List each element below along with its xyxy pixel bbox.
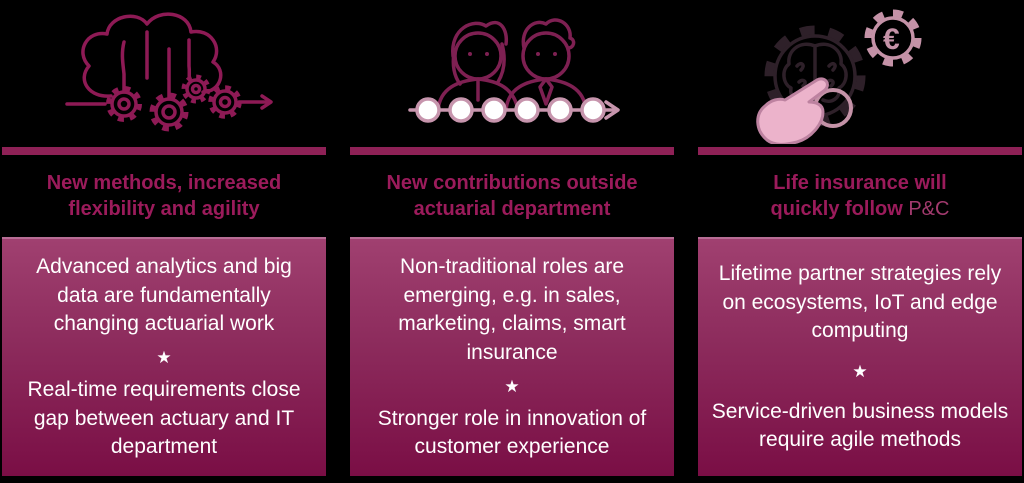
gear-brain-hand-svg: € bbox=[756, 9, 922, 144]
divider-bar bbox=[2, 147, 326, 155]
gear-icon bbox=[181, 74, 211, 103]
euro-symbol: € bbox=[883, 23, 900, 56]
heading-line: Life insurance will bbox=[773, 172, 947, 194]
column-new-contributions: New contributions outside actuarial depa… bbox=[350, 0, 674, 476]
gear-icon bbox=[106, 85, 142, 122]
content-box: Lifetime partner strategies rely on ecos… bbox=[698, 237, 1022, 476]
heading-line: quickly follow P&C bbox=[770, 198, 950, 220]
point-text: Real-time requirements close gap between… bbox=[27, 378, 301, 459]
column-new-methods: New methods, increased flexibility and a… bbox=[2, 0, 326, 476]
heading-line: New contributions outside bbox=[386, 172, 638, 194]
point-text: Advanced analytics and big data are fund… bbox=[36, 255, 292, 336]
content-box: Non-traditional roles are emerging, e.g.… bbox=[350, 237, 674, 476]
brain-cloud-gears-svg bbox=[65, 11, 273, 131]
process-arrow-icon bbox=[408, 96, 620, 123]
heading-line: flexibility and agility bbox=[68, 198, 260, 220]
woman-icon bbox=[436, 20, 520, 112]
column-heading: New contributions outside actuarial depa… bbox=[350, 155, 674, 237]
point-text: Non-traditional roles are emerging, e.g.… bbox=[398, 255, 626, 364]
point-text: Stronger role in innovation of customer … bbox=[377, 406, 647, 459]
column-life-insurance: € Life insurance will quickly follow P&C… bbox=[698, 0, 1022, 476]
man-icon bbox=[504, 17, 588, 112]
brain-cloud-gears-icon bbox=[2, 0, 326, 147]
star-separator: ★ bbox=[852, 362, 868, 382]
pointing-hand-icon bbox=[756, 77, 853, 144]
content-box: Advanced analytics and big data are fund… bbox=[2, 237, 326, 476]
euro-gear-icon: € bbox=[864, 9, 922, 66]
people-process-arrow-icon bbox=[350, 0, 674, 147]
star-separator: ★ bbox=[156, 347, 172, 367]
divider-bar bbox=[698, 147, 1022, 155]
gear-icon bbox=[149, 92, 189, 131]
heading-suffix: P&C bbox=[908, 198, 950, 220]
column-heading: Life insurance will quickly follow P&C bbox=[698, 155, 1022, 237]
point-text: Lifetime partner strategies rely on ecos… bbox=[718, 262, 1002, 343]
gear-icon bbox=[208, 84, 242, 119]
heading-line: New methods, increased bbox=[46, 172, 282, 194]
divider-bar bbox=[350, 147, 674, 155]
gear-brain-euro-hand-icon: € bbox=[698, 0, 1022, 147]
column-heading: New methods, increased flexibility and a… bbox=[2, 155, 326, 237]
star-separator: ★ bbox=[504, 376, 520, 396]
people-process-svg bbox=[408, 17, 620, 123]
point-text: Service-driven business models require a… bbox=[711, 399, 1009, 452]
heading-line: actuarial department bbox=[413, 198, 611, 220]
